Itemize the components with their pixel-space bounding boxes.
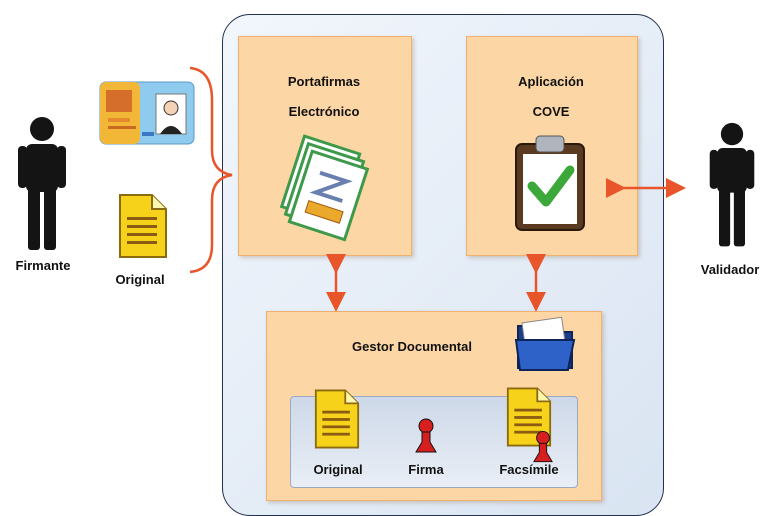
clipboard-check-icon (515, 135, 585, 231)
cove-title-1: Aplicación (518, 74, 584, 89)
cove-title-2: COVE (532, 104, 570, 119)
gestor-title: Gestor Documental (352, 339, 472, 354)
gestor-original-document-icon (314, 389, 360, 449)
validador-person-icon (709, 122, 755, 247)
firmante-label: Firmante (15, 258, 71, 273)
gestor-item-original-label: Original (313, 462, 363, 477)
facsimile-stamp-icon (533, 430, 553, 463)
portafirmas-title-2: Electrónico (288, 104, 360, 119)
folder-icon (514, 316, 576, 371)
gestor-item-firma-label: Firma (408, 462, 444, 477)
id-card-icon (99, 81, 195, 145)
portafirmas-title-1: Portafirmas (287, 74, 361, 89)
original-label: Original (115, 272, 165, 287)
brace-line (189, 66, 233, 274)
gestor-facsimile-document-icon (506, 387, 552, 447)
firmante-person-icon (18, 117, 66, 250)
firma-stamp-icon (415, 418, 437, 453)
original-document-icon (119, 194, 167, 258)
signed-documents-icon (279, 134, 370, 242)
gestor-item-facsimile-label: Facsímile (499, 462, 559, 477)
validador-label: Validador (700, 262, 760, 277)
arrows-layer (326, 178, 686, 312)
left-connectors (189, 66, 233, 274)
